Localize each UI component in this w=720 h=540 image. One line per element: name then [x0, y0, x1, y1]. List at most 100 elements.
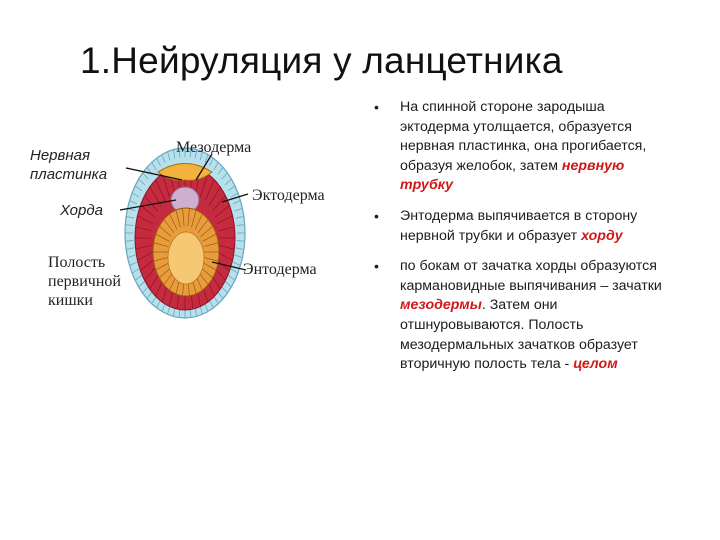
cell-wall	[212, 195, 226, 212]
bullet-text: по бокам от зачатка хорды образуются кар…	[400, 258, 662, 294]
cell-wall	[232, 200, 241, 205]
cell-wall	[191, 210, 197, 228]
cell-wall	[194, 213, 203, 230]
bullet-marker: •	[374, 207, 379, 224]
cell-wall	[187, 208, 190, 227]
cell-wall	[126, 216, 135, 219]
cell-wall	[217, 291, 224, 299]
label-mesoderm: Мезодерма	[176, 139, 252, 156]
bullet-highlight: нервную трубку	[400, 157, 625, 194]
cell-wall	[218, 244, 235, 250]
cell-wall	[234, 254, 243, 259]
cell-wall	[213, 295, 219, 304]
cell-wall	[151, 162, 157, 171]
cell-wall	[146, 291, 153, 299]
cell-wall	[172, 149, 176, 159]
cell-wall	[202, 262, 217, 271]
bullet-item: • Энтодерма выпячивается в сторону нервн…	[372, 207, 672, 246]
cell-wall	[182, 208, 185, 227]
cell-wall	[137, 215, 153, 225]
cell-wall	[203, 242, 219, 247]
bullet-text: Энтодерма выпячивается в сторону нервной…	[400, 207, 638, 244]
cell-wall	[167, 151, 171, 161]
embryo-cross-section-illustration	[119, 147, 249, 319]
bullet-item: • по бокам от зачатка хорды образуются к…	[372, 257, 672, 375]
cell-wall	[156, 157, 161, 167]
pointer-mesoderm	[195, 153, 213, 181]
cell-wall	[200, 173, 209, 198]
cell-wall	[129, 261, 138, 266]
cell-wall	[217, 167, 224, 175]
cell-wall	[153, 257, 169, 262]
cell-wall	[156, 299, 161, 309]
cell-wall	[230, 268, 239, 274]
cell-wall	[209, 299, 214, 309]
label-neural-plate: Нервная пластинка	[30, 147, 108, 183]
cell-wall	[209, 157, 214, 167]
label-gut-cavity: Полость первичной кишки	[48, 254, 121, 309]
bullet-item: • На спинной стороне зародыша эктодерма …	[372, 98, 672, 196]
label-chord: Хорда	[60, 202, 103, 219]
cell-wall	[138, 280, 146, 288]
cell-wall	[227, 185, 236, 192]
cell-wall	[140, 258, 155, 271]
cell-wall	[236, 240, 245, 242]
label-endoderm: Энтодерма	[243, 261, 317, 278]
cell-wall	[208, 186, 221, 206]
cell-wall	[134, 274, 143, 281]
cell-wall	[175, 210, 181, 228]
cell-wall	[221, 286, 228, 294]
cell-wall	[131, 268, 140, 274]
cell-wall	[221, 172, 228, 180]
cell-wall	[224, 178, 232, 186]
cell-wall	[213, 162, 219, 171]
cell-wall	[142, 286, 149, 294]
endoderm-cells	[153, 208, 219, 296]
cell-wall	[189, 148, 192, 158]
label-ectoderm: Эктодерма	[252, 187, 325, 204]
cell-wall	[227, 274, 236, 281]
cell-wall	[218, 226, 235, 232]
cell-wall	[161, 173, 170, 198]
bullet-highlight-2: целом	[573, 356, 618, 373]
cell-wall	[202, 233, 217, 242]
pointer-ectoderm	[221, 193, 249, 203]
cell-wall	[215, 205, 230, 218]
cell-wall	[200, 225, 213, 237]
primary-gut-cavity	[167, 231, 205, 285]
cell-wall	[138, 178, 146, 186]
cell-wall	[203, 257, 219, 262]
bullet-list: • На спинной стороне зародыша эктодерма …	[372, 98, 672, 386]
bullet-marker: •	[374, 258, 379, 275]
cell-wall	[127, 254, 136, 259]
bullet-marker: •	[374, 99, 379, 115]
cell-wall	[232, 261, 241, 266]
pointer-chord	[119, 199, 177, 211]
cell-wall	[161, 154, 166, 163]
cell-wall	[204, 179, 215, 201]
pointer-neural-plate	[125, 167, 183, 181]
cell-wall	[161, 303, 166, 312]
page-title: 1.Нейруляция у ланцетника	[80, 40, 563, 81]
cell-wall	[204, 303, 209, 312]
pointer-endoderm	[211, 261, 247, 271]
cell-wall	[155, 262, 170, 271]
cell-wall	[235, 247, 244, 250]
cell-wall	[131, 192, 140, 198]
bullet-text-continued: . Затем они отшнуровываются. Полость мез…	[400, 297, 638, 373]
cell-wall	[155, 179, 166, 201]
cell-wall	[224, 280, 232, 288]
cell-wall	[199, 151, 203, 161]
cell-wall	[135, 226, 152, 232]
cell-wall	[135, 244, 152, 250]
cell-wall	[230, 192, 239, 198]
cell-wall	[204, 154, 209, 163]
cell-wall	[178, 148, 181, 158]
cell-wall	[234, 207, 243, 212]
cell-wall	[144, 195, 158, 212]
cell-wall	[169, 213, 178, 230]
cell-wall	[155, 233, 170, 242]
bullet-highlight: хорду	[581, 227, 623, 244]
cell-wall	[134, 185, 143, 192]
cell-wall	[163, 219, 175, 233]
